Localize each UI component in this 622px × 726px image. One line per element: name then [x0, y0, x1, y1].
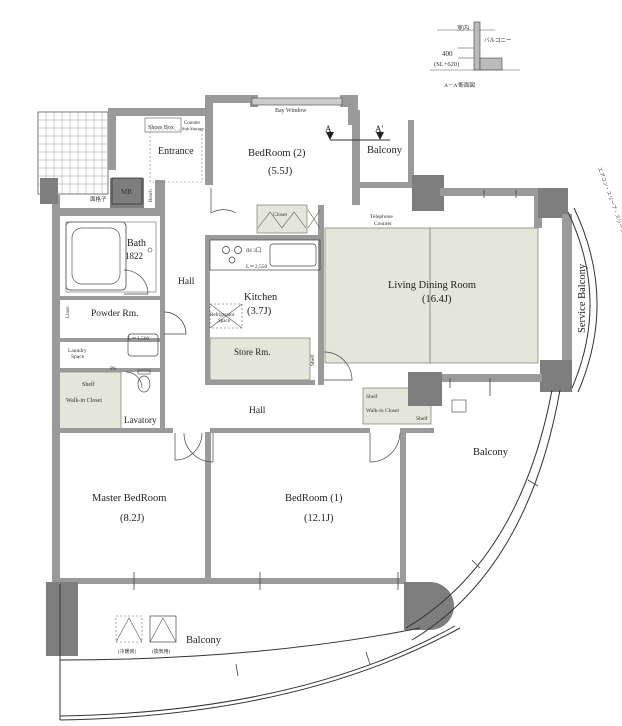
gate-label: 面格子 [90, 195, 107, 203]
section-balcony-label: バルコニー [484, 37, 511, 44]
fridge-space-label: Space [218, 319, 231, 324]
stove-label: IH 3口 [246, 247, 261, 254]
right-balcony-label: Balcony [473, 447, 509, 458]
laundry-label: Laundry [68, 348, 87, 354]
fridge-label: Refrigerator [210, 313, 235, 318]
window-marks [133, 190, 539, 677]
sub-storage-label: Sub Storage [182, 126, 204, 131]
outdoor-unit1-label: (冷暖房) [118, 648, 137, 655]
section-height-label: 400 [442, 50, 453, 58]
shoes-box-label: Shoes Box [148, 125, 174, 131]
master-bedroom-label: Master BedRoom [92, 493, 166, 504]
walls [40, 95, 572, 656]
closet-label: Closet [273, 212, 288, 218]
sink-length-label: L＝1,500 [128, 336, 149, 342]
powder-room-label: Powder Rm. [91, 309, 139, 319]
ps-label: PS [110, 366, 116, 372]
shelf-living2-label: Shelf [416, 415, 428, 422]
kitchen-size: (3.7J) [247, 306, 272, 317]
section-caption: A－A'断面図 [444, 81, 475, 89]
bedroom2-size: (5.5J) [268, 166, 293, 177]
service-balcony-label: Service Balcony [577, 263, 588, 333]
bath-label: Bath [127, 238, 146, 249]
top-balcony-label: Balcony [367, 145, 403, 156]
bedroom1-label: BedRoom (1) [285, 493, 343, 504]
living-size: (16.4J) [422, 294, 452, 305]
bedroom2-label: BedRoom (2) [248, 148, 306, 159]
shelf-wic-label: Shelf [82, 381, 95, 388]
store-room-floor [209, 337, 311, 381]
bottom-balcony-label: Balcony [186, 635, 222, 646]
section-detail: 室内 バルコニー 400 (SL+620) A－A'断面図 [430, 21, 520, 89]
linen-label: Linen [66, 306, 71, 318]
bench-label: Bench [149, 189, 154, 202]
counter-length-label: L＝2,550 [246, 264, 267, 270]
hall-upper-label: Hall [178, 277, 195, 287]
doors [123, 188, 401, 463]
room-labels: BedRoom (2) (5.5J) Balcony Living Dining… [91, 145, 588, 646]
laundry-space-label: Space [71, 354, 85, 360]
mb-label: MB [121, 188, 132, 196]
section-a-mark: A [325, 124, 332, 134]
balcony-outlines [59, 207, 598, 721]
service-note-label: エアコン・スリーブ・スリーブ用 [596, 166, 622, 238]
outdoor-unit2-label: (換気用) [152, 648, 171, 655]
section-sl-label: (SL+620) [434, 61, 459, 68]
shelf-living-label: Shelf [366, 393, 378, 400]
fixtures [65, 117, 467, 643]
bedroom1-size: (12.1J) [304, 513, 334, 524]
wic-living-label: Walk-in Closet [366, 408, 399, 414]
bath-size: 1822 [125, 251, 143, 261]
wic-label: Walk-in Closet [66, 398, 102, 404]
section-a2-mark: A' [375, 124, 383, 134]
lavatory-wic-floor [58, 371, 122, 433]
telephone-counter-label: Counter [374, 221, 392, 227]
living-label: Living Dining Room [388, 280, 476, 291]
master-bedroom-size: (8.2J) [120, 513, 145, 524]
shelf-store-label: Shelf [309, 354, 316, 366]
counter-label: Counter [184, 121, 200, 126]
kitchen-label: Kitchen [244, 292, 278, 303]
living-floor [324, 227, 539, 364]
lavatory-label: Lavatory [124, 415, 157, 425]
hall-lower-label: Hall [249, 406, 266, 416]
entrance-label: Entrance [158, 146, 194, 157]
section-indoor-label: 室内 [457, 24, 469, 32]
bay-window-label: Bay Window [275, 108, 307, 114]
store-room-label: Store Rm. [234, 347, 271, 357]
telephone-label: Telephone [370, 214, 393, 220]
